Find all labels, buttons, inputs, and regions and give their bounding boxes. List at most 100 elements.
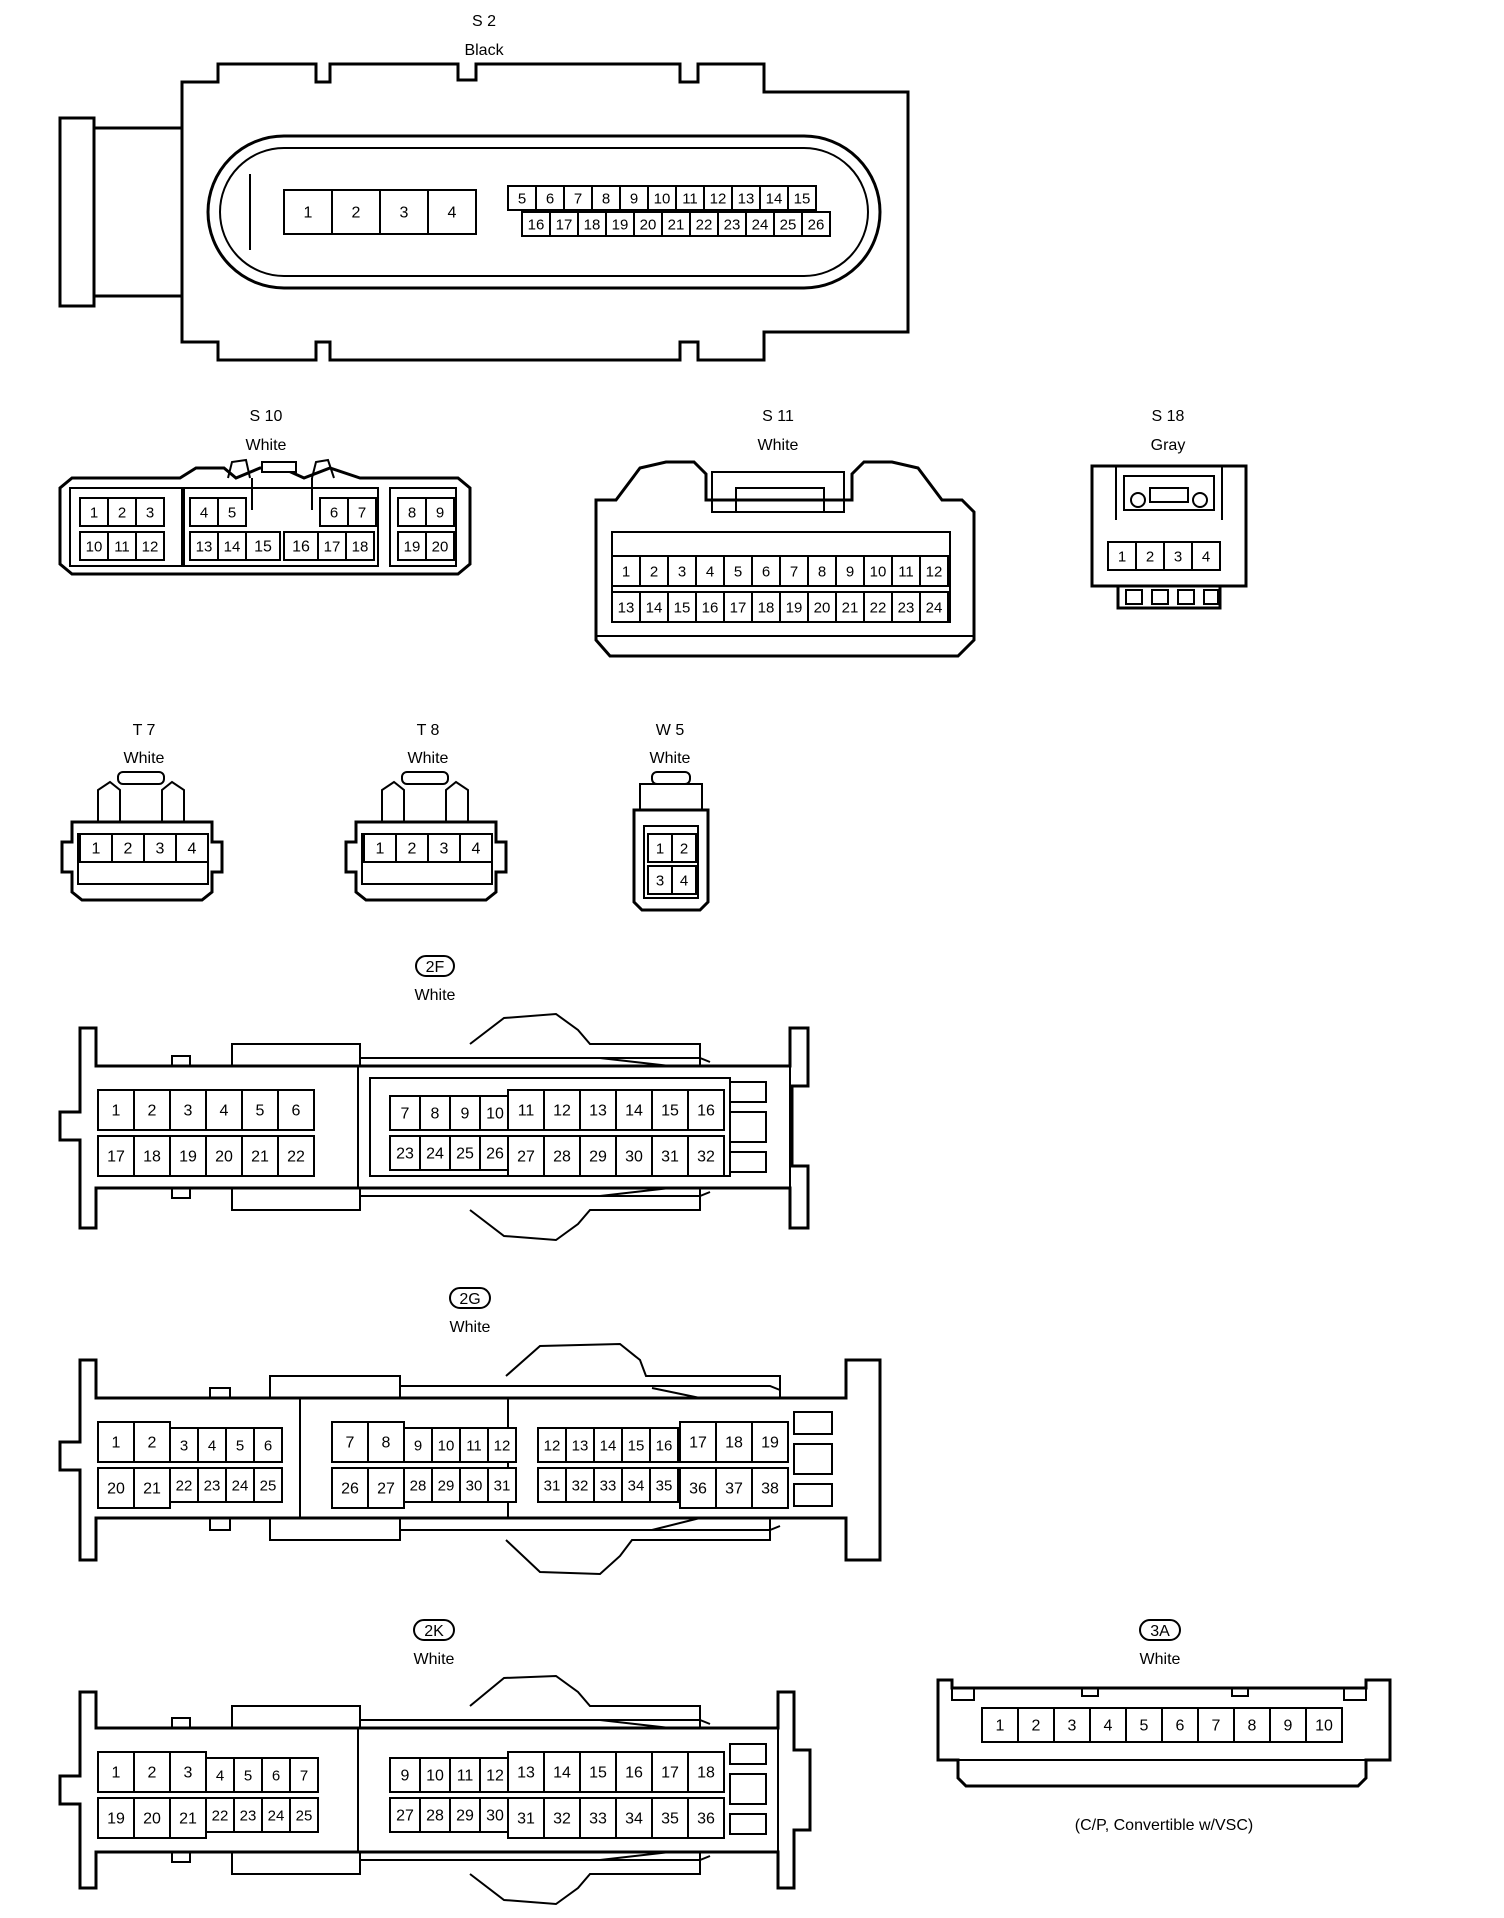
pin-cavity: [449, 1757, 481, 1793]
pin-cavity: [593, 1427, 623, 1463]
pin-cell: 15: [245, 531, 281, 561]
pin-cell: 38: [751, 1467, 789, 1509]
pin-cell: 22: [205, 1797, 235, 1833]
pin-cavity: [367, 1421, 405, 1463]
connector-2g-color: White: [450, 1319, 491, 1336]
pin-number: 17: [556, 217, 573, 234]
pin-cell: 32: [565, 1467, 595, 1503]
pin-number: 4: [216, 1768, 224, 1785]
pin-cell: 7: [389, 1095, 421, 1131]
pin-cavity: [419, 1797, 451, 1833]
pin-number: 31: [661, 1149, 679, 1166]
pin-cavity: [277, 1089, 315, 1131]
pin-cell: 27: [507, 1135, 545, 1177]
pin-number: 27: [377, 1481, 395, 1498]
pin-number: 14: [600, 1438, 617, 1455]
pin-cavity: [289, 1797, 319, 1833]
pin-cell: 21: [133, 1467, 171, 1509]
pin-cavity: [397, 531, 427, 561]
pin-number: 4: [680, 873, 688, 890]
pin-cell: 16: [283, 531, 319, 561]
pin-number: 2: [148, 1103, 157, 1120]
pin-cell: 12: [135, 531, 165, 561]
pin-cell: 3: [1053, 1707, 1091, 1743]
pin-cell: 2: [133, 1421, 171, 1463]
pin-cell: 13: [565, 1427, 595, 1463]
pin-cavity: [807, 591, 837, 623]
pin-number: 36: [697, 1811, 715, 1828]
pin-number: 1: [996, 1718, 1005, 1735]
pin-number: 3: [400, 205, 409, 222]
pin-cell: 21: [661, 211, 691, 237]
pin-cell: 8: [1233, 1707, 1271, 1743]
pin-cell: 11: [891, 555, 921, 587]
pin-cell: 17: [97, 1135, 135, 1177]
pin-cell: 33: [593, 1467, 623, 1503]
pin-number: 6: [546, 191, 554, 208]
connector-t8-id: T 8: [417, 722, 440, 739]
pin-number: 24: [426, 1146, 444, 1163]
pin-cell: 29: [579, 1135, 617, 1177]
connector-2g-id-badge: [449, 1287, 491, 1309]
pin-number: 6: [1176, 1718, 1185, 1735]
pin-number: 24: [232, 1478, 249, 1495]
pin-cell: 14: [615, 1089, 653, 1131]
pin-cell: 29: [431, 1467, 461, 1503]
pin-cavity: [647, 865, 673, 895]
pin-number: 2: [1146, 549, 1154, 566]
connector-s10-id: S 10: [250, 408, 283, 425]
pin-number: 35: [661, 1811, 679, 1828]
pin-cell: 19: [169, 1135, 207, 1177]
pin-cell: 2: [671, 833, 697, 863]
pin-cell: 16: [687, 1089, 725, 1131]
pin-number: 19: [179, 1149, 197, 1166]
pin-cell: 14: [543, 1751, 581, 1793]
pin-number: 23: [396, 1146, 414, 1163]
pin-cell: 8: [367, 1421, 405, 1463]
pin-cell: 3: [667, 555, 697, 587]
pin-number: 26: [486, 1146, 504, 1163]
pin-cell: 8: [591, 185, 621, 211]
pin-number: 1: [622, 564, 630, 581]
pin-number: 3: [1174, 549, 1182, 566]
pin-number: 4: [200, 505, 208, 522]
pin-cell: 26: [479, 1135, 511, 1171]
pin-number: 7: [401, 1106, 410, 1123]
pin-cell: 3: [379, 189, 429, 235]
pin-cavity: [687, 1751, 725, 1793]
pin-cell: 12: [487, 1427, 517, 1463]
pin-number: 13: [618, 600, 635, 617]
pin-number: 30: [486, 1808, 504, 1825]
pin-cell: 7: [1197, 1707, 1235, 1743]
pin-cell: 13: [507, 1751, 545, 1793]
pin-cell: 1: [97, 1421, 135, 1463]
pin-cavity: [253, 1467, 283, 1503]
pin-cavity: [97, 1421, 135, 1463]
pin-cell: 1: [1107, 541, 1137, 571]
connector-w5-id: W 5: [656, 722, 685, 739]
pin-number: 10: [870, 564, 887, 581]
pin-cell: 20: [133, 1797, 171, 1839]
pin-cavity: [695, 591, 725, 623]
pin-cell: 1: [981, 1707, 1019, 1743]
pin-cavity: [981, 1707, 1019, 1743]
pin-number: 27: [396, 1808, 414, 1825]
pin-number: 16: [528, 217, 545, 234]
pin-cell: 17: [679, 1421, 717, 1463]
pin-number: 17: [107, 1149, 125, 1166]
pin-cavity: [751, 1421, 789, 1463]
connector-s11-id: S 11: [762, 408, 794, 425]
pin-number: 10: [486, 1106, 504, 1123]
pin-cavity: [687, 1135, 725, 1177]
connector-2k-id: 2K: [424, 1623, 444, 1640]
pin-number: 16: [625, 1765, 643, 1782]
pin-cell: 1: [97, 1089, 135, 1131]
pin-cavity: [787, 185, 817, 211]
pin-number: 15: [628, 1438, 645, 1455]
pin-number: 3: [678, 564, 686, 581]
pin-number: 2: [650, 564, 658, 581]
